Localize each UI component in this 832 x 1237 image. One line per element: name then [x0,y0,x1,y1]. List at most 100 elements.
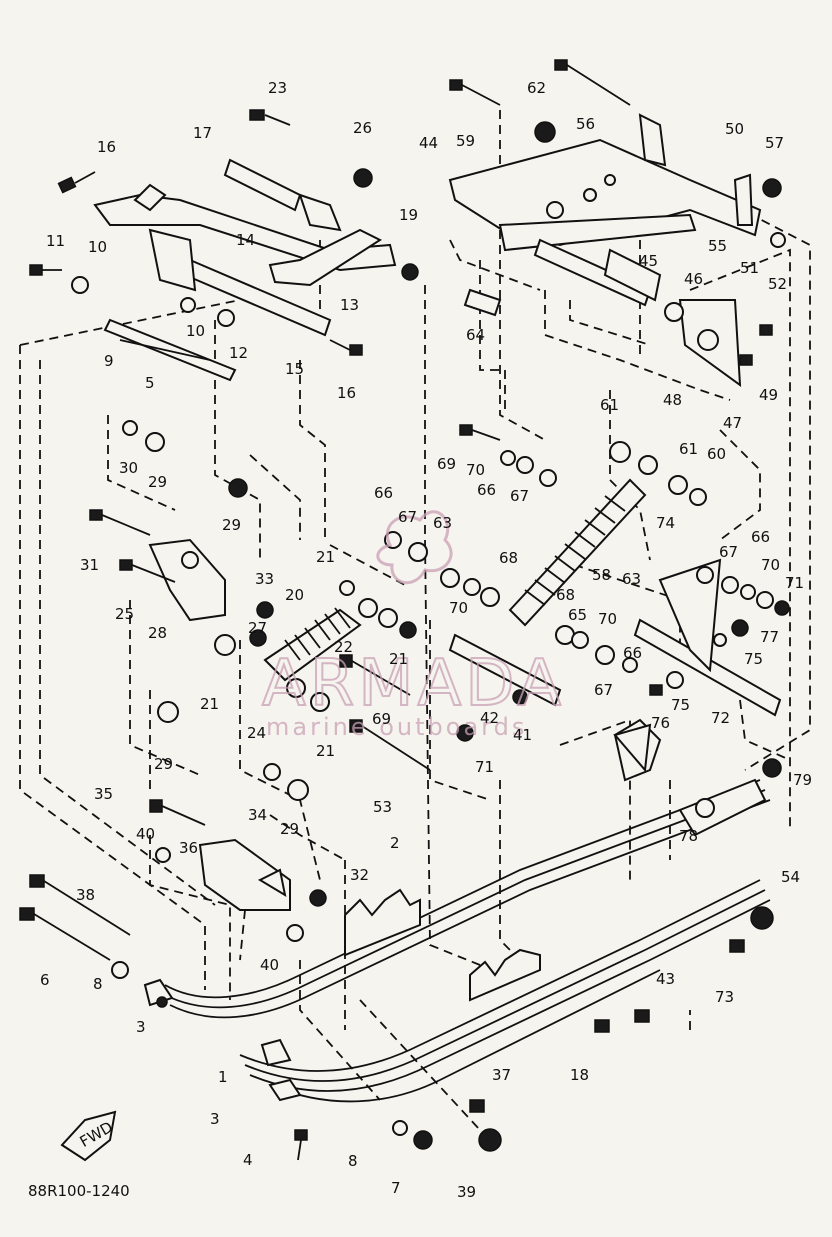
callout-66: 66 [374,484,393,502]
callout-67: 67 [510,487,529,505]
callout-70: 70 [761,556,780,574]
front-arm-assembly [93,158,397,382]
callout-69: 69 [372,710,391,728]
watermark-logo [376,510,453,585]
rear-arm-assembly [448,113,762,388]
callout-46: 46 [684,270,703,288]
callout-41: 41 [513,726,532,744]
callout-61: 61 [679,440,698,458]
callout-37: 37 [492,1066,511,1084]
callout-35: 35 [94,785,113,803]
callout-26: 26 [353,119,372,137]
callout-7: 7 [391,1179,401,1197]
callout-25: 25 [115,605,134,623]
callout-74: 74 [656,514,675,532]
callout-62: 62 [527,79,546,97]
callout-6: 6 [40,971,50,989]
callout-2: 2 [390,834,400,852]
callout-52: 52 [768,275,787,293]
forward-arrow-icon: FWD [60,1110,117,1162]
callout-38: 38 [76,886,95,904]
callout-29: 29 [154,755,173,773]
callout-53: 53 [373,798,392,816]
callout-43: 43 [656,970,675,988]
callout-34: 34 [248,806,267,824]
nuts-and-bushings [71,121,790,1152]
callout-42: 42 [480,709,499,727]
callout-10: 10 [88,238,107,256]
callout-75: 75 [744,650,763,668]
callout-58: 58 [592,566,611,584]
callout-21: 21 [389,650,408,668]
callout-20: 20 [285,586,304,604]
callout-36: 36 [179,839,198,857]
callout-21: 21 [316,548,335,566]
callout-66: 66 [751,528,770,546]
callout-66: 66 [477,481,496,499]
callout-39: 39 [457,1183,476,1201]
watermark-brand: ARMADA [262,647,565,721]
callout-19: 19 [399,206,418,224]
callout-72: 72 [711,709,730,727]
bolts [19,59,773,1161]
watermark: ARMADA marine outboards [261,510,565,741]
callout-65: 65 [568,606,587,624]
callout-45: 45 [639,252,658,270]
callout-54: 54 [781,868,800,886]
callout-12: 12 [229,344,248,362]
callout-69: 69 [437,455,456,473]
callout-27: 27 [248,619,267,637]
callout-44: 44 [419,134,438,152]
callout-3: 3 [210,1110,220,1128]
callout-16: 16 [97,138,116,156]
ski-rails [143,718,771,1103]
callout-68: 68 [556,586,575,604]
callout-22: 22 [334,638,353,656]
callout-63: 63 [622,570,641,588]
callout-14: 14 [236,231,255,249]
callout-11: 11 [46,232,65,250]
callout-67: 67 [719,543,738,561]
callout-71: 71 [785,574,804,592]
callout-68: 68 [499,549,518,567]
callout-79: 79 [793,771,812,789]
callout-21: 21 [200,695,219,713]
callout-24: 24 [247,724,266,742]
callout-18: 18 [570,1066,589,1084]
watermark-tagline: marine outboards [266,713,527,741]
callout-40: 40 [136,825,155,843]
callout-3: 3 [136,1018,146,1036]
callout-67: 67 [594,681,613,699]
callout-76: 76 [651,714,670,732]
callout-21: 21 [316,742,335,760]
callout-16: 16 [337,384,356,402]
callout-50: 50 [725,120,744,138]
callout-29: 29 [148,473,167,491]
callout-8: 8 [93,975,103,993]
callout-4: 4 [243,1151,253,1169]
callout-66: 66 [623,644,642,662]
brackets [148,538,652,911]
callout-57: 57 [765,134,784,152]
callout-17: 17 [193,124,212,142]
callout-78: 78 [679,827,698,845]
callout-51: 51 [740,259,759,277]
callout-48: 48 [663,391,682,409]
callout-5: 5 [145,374,155,392]
callout-29: 29 [222,516,241,534]
callout-1: 1 [218,1068,228,1086]
callout-70: 70 [449,599,468,617]
callout-61: 61 [600,396,619,414]
callout-59: 59 [456,132,475,150]
diagram-code: 88R100-1240 [28,1182,130,1200]
callout-70: 70 [466,461,485,479]
callout-31: 31 [80,556,99,574]
callout-64: 64 [466,326,485,344]
callout-56: 56 [576,115,595,133]
callout-9: 9 [104,352,114,370]
callout-60: 60 [707,445,726,463]
callout-63: 63 [433,514,452,532]
callout-15: 15 [285,360,304,378]
